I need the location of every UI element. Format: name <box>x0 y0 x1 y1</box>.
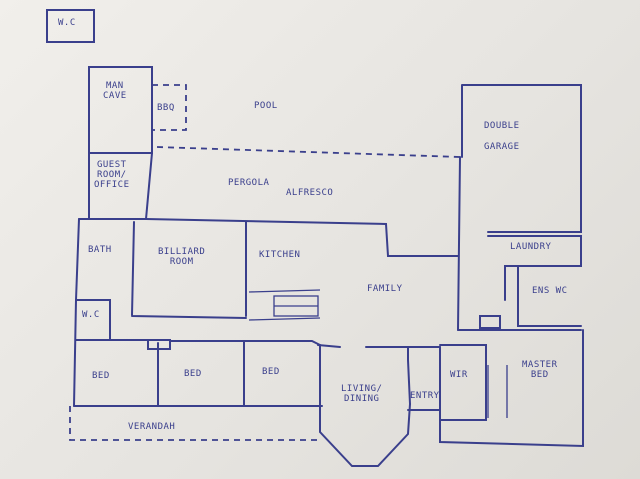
label-verandah: VERANDAH <box>128 422 176 432</box>
wall <box>517 265 582 327</box>
label-pergola: PERGOLA <box>228 178 270 188</box>
label-bbq: BBQ <box>157 103 175 113</box>
label-bath: BATH <box>88 245 112 255</box>
wall <box>75 218 80 301</box>
wall <box>73 299 155 407</box>
label-pool: POOL <box>254 101 278 111</box>
label-guest-room-office: GUEST ROOM/ OFFICE <box>94 160 130 190</box>
label-billiard-room: BILLIARD ROOM <box>158 247 206 267</box>
label-bed-1: BED <box>92 371 110 381</box>
wall <box>152 84 187 131</box>
wall <box>156 146 461 158</box>
label-wir: WIR <box>450 370 468 380</box>
wall <box>145 218 459 257</box>
label-bed-3: BED <box>262 367 280 377</box>
label-wc: W.C <box>82 310 100 320</box>
wall <box>487 365 508 418</box>
verandah-outline <box>69 406 320 441</box>
label-ens-wc: ENS WC <box>532 286 568 296</box>
wall <box>131 221 247 319</box>
label-family: FAMILY <box>367 284 403 294</box>
wall <box>407 346 441 411</box>
wall <box>248 289 321 321</box>
wall <box>317 344 411 405</box>
wall <box>487 235 582 301</box>
wall <box>46 9 95 43</box>
wall <box>439 344 487 421</box>
label-alfresco: ALFRESCO <box>286 188 334 198</box>
label-living-dining: LIVING/ DINING <box>341 384 383 404</box>
label-man-cave: MAN CAVE <box>103 81 127 101</box>
wall <box>88 66 153 154</box>
wall <box>439 329 584 448</box>
wall <box>457 156 461 331</box>
label-kitchen: KITCHEN <box>259 250 301 260</box>
label-wc-outbuilding: W.C <box>58 18 76 28</box>
wall <box>319 344 411 467</box>
label-double-garage: DOUBLE GARAGE <box>484 121 520 152</box>
label-laundry: LAUNDRY <box>510 242 552 252</box>
label-entry: ENTRY <box>410 391 440 401</box>
wall <box>479 315 501 329</box>
wall <box>157 340 321 407</box>
label-bed-2: BED <box>184 369 202 379</box>
label-master-bed: MASTER BED <box>522 360 558 380</box>
wall <box>461 84 582 233</box>
